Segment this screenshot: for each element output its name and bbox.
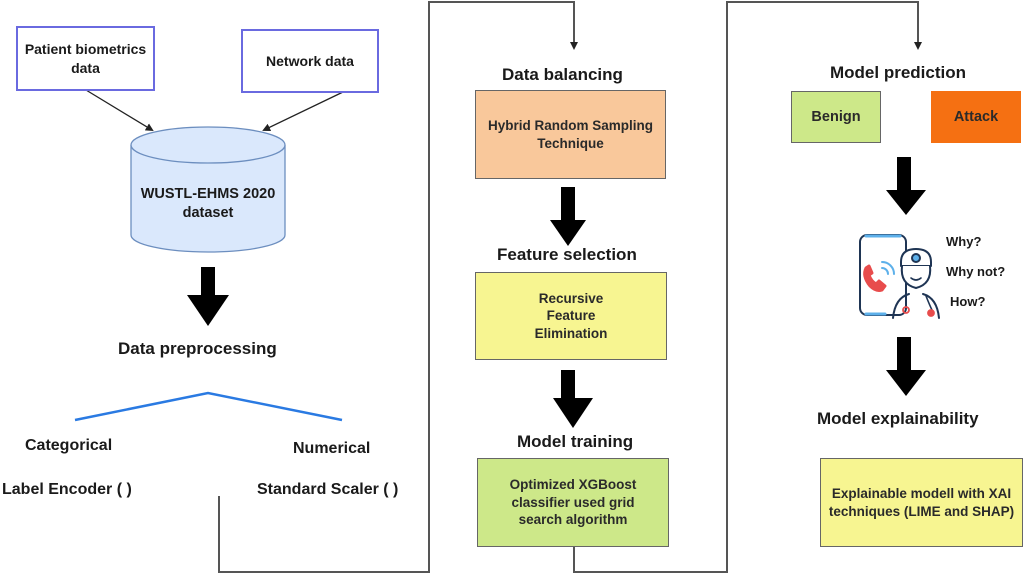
numerical-label: Numerical xyxy=(293,440,371,457)
big-arrow-balancing-to-feature xyxy=(550,187,586,246)
connector-preprocessing-to-balancing xyxy=(218,1,578,573)
dataset-suffix: dataset xyxy=(182,204,234,221)
explainability-method-label: Explainable modell with XAI techniques (… xyxy=(828,485,1015,519)
prediction-heading: Model prediction xyxy=(830,63,966,82)
arrow-patient-to-dataset xyxy=(85,89,154,132)
source-patient-label: Patient biometrics data xyxy=(24,41,147,76)
explainability-method-box: Explainable modell with XAI techniques (… xyxy=(820,458,1023,547)
feature-selection-method-label: Recursive Feature Elimination xyxy=(534,290,608,341)
categorical-label: Categorical xyxy=(25,437,113,454)
source-network-data: Network data xyxy=(241,29,379,93)
feature-selection-box: Recursive Feature Elimination xyxy=(475,272,667,360)
dataset-cylinder xyxy=(130,126,286,253)
training-method-label: Optimized XGBoost classifier used grid s… xyxy=(509,477,637,528)
balancing-method-box: Hybrid Random Sampling Technique xyxy=(475,90,666,179)
arrow-network-to-dataset xyxy=(262,91,344,132)
training-method-box: Optimized XGBoost classifier used grid s… xyxy=(477,458,669,547)
big-arrow-doctor-to-explainability xyxy=(886,337,926,396)
connector-training-to-prediction xyxy=(573,1,922,573)
label-encoder-label: Label Encoder ( ) xyxy=(2,481,132,498)
benign-box: Benign xyxy=(791,91,881,143)
benign-label: Benign xyxy=(811,108,861,125)
attack-label: Attack xyxy=(953,108,999,125)
balancing-heading: Data balancing xyxy=(502,65,623,84)
preprocessing-split-line xyxy=(74,391,343,422)
source-patient-biometrics: Patient biometrics data xyxy=(16,26,155,91)
doctor-phone-icon xyxy=(859,234,940,319)
question-why-not: Why not? xyxy=(946,264,1006,279)
big-arrow-dataset-to-preprocessing xyxy=(187,267,229,326)
dataset-name: WUSTL-EHMS 2020 xyxy=(140,186,276,202)
attack-box: Attack xyxy=(931,91,1021,143)
big-arrow-prediction-to-doctor xyxy=(886,157,926,215)
question-why: Why? xyxy=(946,234,982,249)
feature-selection-heading: Feature selection xyxy=(497,245,637,264)
explainability-heading: Model explainability xyxy=(817,409,979,428)
balancing-method-label: Hybrid Random Sampling Technique xyxy=(487,117,653,151)
dataset-label: WUSTL-EHMS 2020 dataset xyxy=(131,185,285,223)
big-arrow-feature-to-training xyxy=(553,370,593,428)
preprocessing-heading: Data preprocessing xyxy=(118,339,277,358)
standard-scaler-label: Standard Scaler ( ) xyxy=(257,481,399,498)
training-heading: Model training xyxy=(517,432,634,451)
source-network-label: Network data xyxy=(266,52,354,69)
question-how: How? xyxy=(950,294,986,309)
